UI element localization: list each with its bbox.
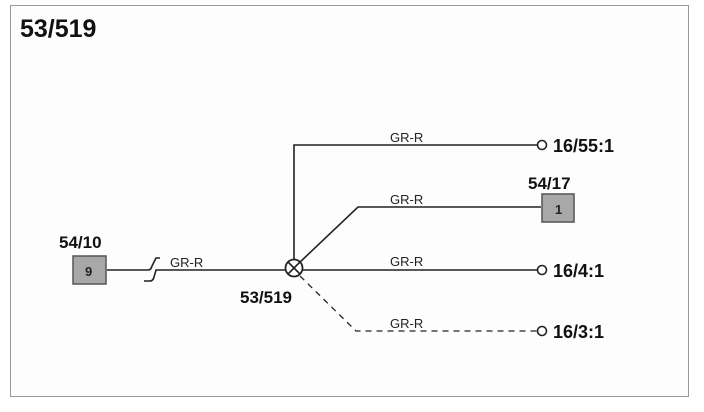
terminal-label: 16/4:1: [553, 261, 604, 281]
wire-label: GR-R: [390, 192, 423, 207]
terminal-label: 16/55:1: [553, 136, 614, 156]
connector-label: 54/10: [59, 233, 102, 252]
connector-label: 54/17: [528, 174, 571, 193]
wire-splice-to-16-55-1[interactable]: [293, 144, 538, 260]
wire-label: GR-R: [170, 255, 203, 270]
terminal-16-55-1[interactable]: [536, 139, 548, 151]
connector-pin: 9: [85, 264, 92, 279]
connector-54-10-box[interactable]: [72, 255, 107, 285]
diagram-title: 53/519: [20, 15, 96, 43]
wire-label: GR-R: [390, 316, 423, 331]
wire-label: GR-R: [390, 254, 423, 269]
wire-54-10-to-splice[interactable]: [107, 257, 286, 282]
wire-label: GR-R: [390, 130, 423, 145]
splice-icon[interactable]: [284, 258, 304, 278]
diagram-frame: [10, 5, 689, 397]
terminal-16-3-1[interactable]: [536, 325, 548, 337]
terminal-16-4-1[interactable]: [536, 264, 548, 276]
wire-splice-to-54-17[interactable]: [297, 206, 541, 265]
connector-54-17-box[interactable]: [541, 193, 575, 223]
terminal-label: 16/3:1: [553, 322, 604, 342]
splice-label: 53/519: [240, 288, 292, 307]
wire-splice-to-16-3-1[interactable]: [299, 275, 538, 332]
connector-pin: 1: [555, 202, 562, 217]
